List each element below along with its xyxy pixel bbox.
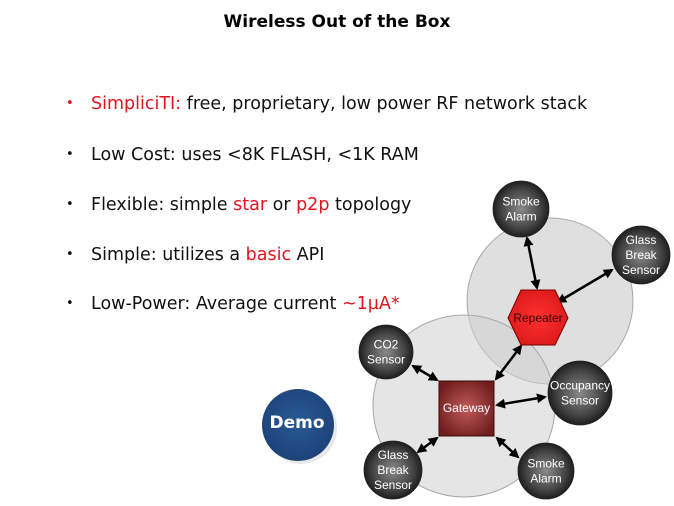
- slide-title: Wireless Out of the Box: [223, 12, 451, 32]
- sensor-label: Break: [377, 463, 409, 477]
- sensor-label: Sensor: [622, 263, 660, 277]
- body-text: Low Cost: uses <8K FLASH, <1K RAM: [91, 145, 419, 165]
- sensor-sphere: [358, 324, 414, 380]
- highlight-text: basic: [245, 245, 292, 265]
- link-arrow-repeater-gateway: [494, 344, 523, 381]
- bullet-text: SimpliciTI: free, proprietary, low power…: [91, 92, 587, 116]
- link-arrow-co2-sensor: [411, 364, 439, 382]
- link-arrow-glass-break-bottom: [416, 436, 439, 454]
- link-arrow-smoke-alarm-bottom: [495, 436, 520, 459]
- sensor-sphere: [547, 360, 613, 426]
- sensor-label: Sensor: [374, 478, 412, 492]
- body-text: Flexible: simple: [91, 195, 234, 215]
- demo-button[interactable]: Demo: [262, 389, 337, 464]
- sensor-sphere: [611, 225, 671, 285]
- sensor-nodes: SmokeAlarmGlassBreakSensorCO2SensorOccup…: [358, 180, 671, 500]
- sensor-label: Smoke: [527, 457, 565, 471]
- highlight-text: star: [233, 195, 268, 215]
- body-text: Simple: utilizes a: [91, 245, 246, 265]
- sensor-label: Smoke: [502, 195, 540, 209]
- link-arrow-glass-break-top: [556, 268, 614, 304]
- highlight-text: ~1µA*: [341, 294, 400, 314]
- sensor-sphere: [363, 440, 423, 500]
- sensor-label: Alarm: [530, 472, 561, 486]
- sensor-label: Sensor: [367, 353, 405, 367]
- body-text: API: [291, 245, 325, 265]
- sensor-label: Glass: [378, 448, 409, 462]
- repeater-label: Repeater: [513, 311, 562, 325]
- bullet-dot: •: [66, 296, 74, 311]
- sensor-label: Occupancy: [550, 379, 610, 393]
- body-text: topology: [329, 195, 412, 215]
- sensor-label: Glass: [626, 233, 657, 247]
- repeater-node: Repeater: [507, 289, 569, 346]
- body-text: or: [267, 195, 297, 215]
- sensor-sphere: [492, 180, 550, 238]
- sensor-label: CO2: [374, 338, 399, 352]
- sensor-label: Break: [625, 248, 657, 262]
- highlight-text: SimpliciTI:: [91, 94, 182, 114]
- link-arrow-occupancy-sensor: [495, 393, 547, 409]
- gateway-label: Gateway: [443, 401, 490, 415]
- links: [411, 236, 614, 459]
- link-arrow-smoke-alarm-top: [523, 236, 541, 290]
- highlight-text: p2p: [296, 195, 330, 215]
- bullet-dot: •: [66, 197, 74, 212]
- bullet-text: Flexible: simple star or p2p topology: [91, 193, 411, 217]
- bullet-dot: •: [66, 96, 74, 111]
- body-text: Low-Power: Average current: [91, 294, 342, 314]
- bullet-text: Low-Power: Average current ~1µA*: [91, 292, 400, 316]
- demo-label: Demo: [269, 413, 324, 433]
- bullet-dot: •: [66, 147, 74, 162]
- bullet-dot: •: [66, 247, 74, 262]
- sensor-label: Sensor: [561, 394, 599, 408]
- gateway-node: Gateway: [438, 380, 495, 437]
- body-text: free, proprietary, low power RF network …: [181, 94, 588, 114]
- bullet-text: Low Cost: uses <8K FLASH, <1K RAM: [91, 143, 419, 167]
- sensor-label: Alarm: [505, 210, 536, 224]
- sensor-sphere: [517, 442, 575, 500]
- bullet-text: Simple: utilizes a basic API: [91, 243, 324, 267]
